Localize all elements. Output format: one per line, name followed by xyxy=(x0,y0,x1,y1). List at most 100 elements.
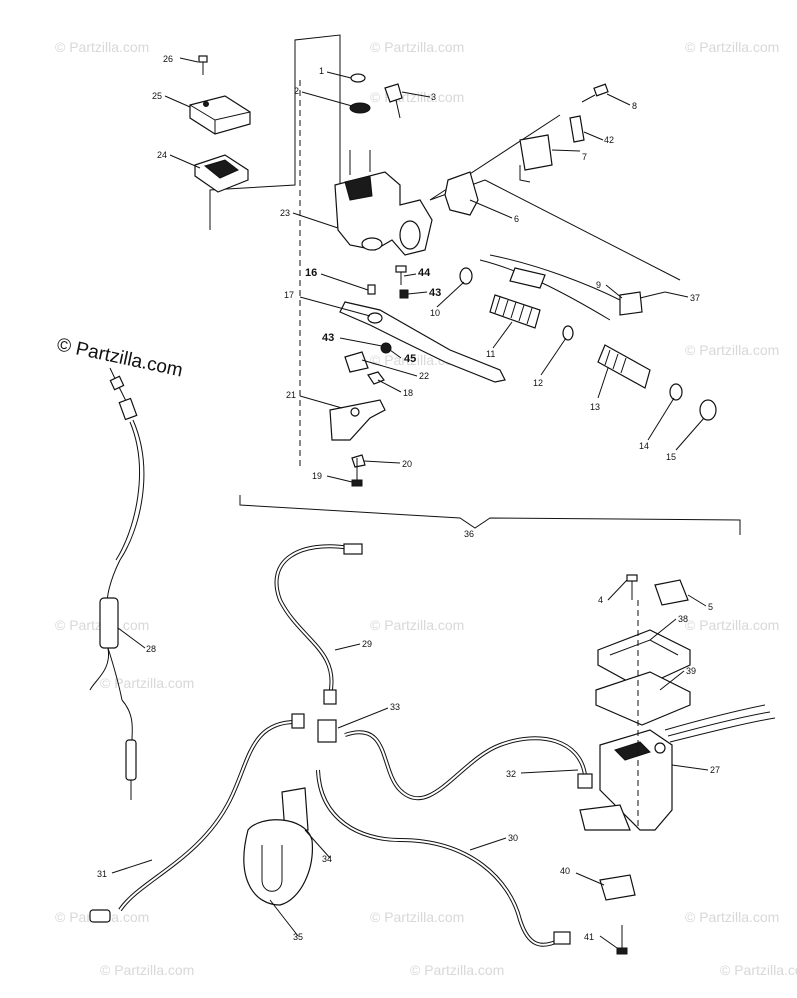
callout-8: 8 xyxy=(632,101,637,111)
screw-part-8 xyxy=(581,83,609,103)
callout-42: 42 xyxy=(604,135,614,145)
callout-4: 4 xyxy=(598,595,603,605)
clamp-part-6 xyxy=(444,171,479,216)
callout-36: 36 xyxy=(464,529,474,539)
callout-45: 45 xyxy=(404,353,416,365)
throttle-cable-part-28 xyxy=(89,367,146,800)
watermark: © Partzilla.com xyxy=(370,617,464,633)
nut-part-20 xyxy=(351,454,366,468)
harness-part-9 xyxy=(479,254,666,321)
callout-31: 31 xyxy=(97,869,107,879)
ring-part-14 xyxy=(669,383,683,401)
bolt-part-3 xyxy=(384,83,403,119)
washer-part-1 xyxy=(350,73,366,83)
washer-part-10 xyxy=(459,267,473,285)
brake-hose-part-29 xyxy=(274,543,363,705)
brake-hose-part-31 xyxy=(89,719,301,923)
callout-24: 24 xyxy=(157,150,167,160)
callout-6: 6 xyxy=(514,214,519,224)
callout-5: 5 xyxy=(708,602,713,612)
callout-44: 44 xyxy=(418,267,431,279)
callout-1: 1 xyxy=(319,66,324,76)
leader-lines xyxy=(164,57,705,483)
brake-hose-part-32 xyxy=(344,730,593,801)
callout-22: 22 xyxy=(419,371,429,381)
watermark: © Partzilla.com xyxy=(100,675,194,691)
callout-27: 27 xyxy=(710,765,720,775)
callout-40: 40 xyxy=(560,866,570,876)
seal-part-2 xyxy=(349,102,371,114)
piston-part-13 xyxy=(597,344,651,389)
screw-part-26 xyxy=(198,55,208,75)
watermark: © Partzilla.com xyxy=(370,89,464,105)
switch-part-7 xyxy=(519,134,553,183)
callout-28: 28 xyxy=(146,644,156,654)
watermark-grid: © Partzilla.com © Partzilla.com © Partzi… xyxy=(55,39,797,978)
callout-7: 7 xyxy=(582,152,587,162)
leader-lines-lower xyxy=(111,579,709,949)
watermark: © Partzilla.com xyxy=(55,39,149,55)
ring-part-15 xyxy=(699,399,717,421)
callout-21: 21 xyxy=(286,390,296,400)
callout-2: 2 xyxy=(294,86,299,96)
callout-37: 37 xyxy=(690,293,700,303)
callout-39: 39 xyxy=(686,666,696,676)
watermark: © Partzilla.com xyxy=(370,39,464,55)
callout-41: 41 xyxy=(584,932,594,942)
callout-43: 43 xyxy=(322,332,334,344)
callout-43: 43 xyxy=(429,287,441,299)
watermark: © Partzilla.com xyxy=(685,39,779,55)
bracket-part-21 xyxy=(329,399,386,441)
watermark: © Partzilla.com xyxy=(370,909,464,925)
master-cylinder-part-27 xyxy=(579,574,776,955)
callout-9: 9 xyxy=(596,280,601,290)
callout-23: 23 xyxy=(280,208,290,218)
callout-19: 19 xyxy=(312,471,322,481)
callout-32: 32 xyxy=(506,769,516,779)
watermark: © Partzilla.com xyxy=(720,962,797,978)
watermark: © Partzilla.com xyxy=(100,962,194,978)
watermark-main: © Partzilla.com xyxy=(55,334,185,381)
watermark: © Partzilla.com xyxy=(685,617,779,633)
callout-20: 20 xyxy=(402,459,412,469)
callout-25: 25 xyxy=(152,91,162,101)
callout-3: 3 xyxy=(431,92,436,102)
diaphragm-part-24 xyxy=(194,154,249,193)
nut-part-43 xyxy=(399,289,409,299)
callout-29: 29 xyxy=(362,639,372,649)
boot-part-11 xyxy=(489,294,541,329)
callout-17: 17 xyxy=(284,290,294,300)
callout-18: 18 xyxy=(403,388,413,398)
sleeve-part-16 xyxy=(367,284,376,295)
callout-35: 35 xyxy=(293,932,303,942)
tee-fitting-part-33 xyxy=(317,719,337,743)
fitting xyxy=(291,713,305,729)
label-part-42 xyxy=(569,115,585,143)
callout-16: 16 xyxy=(305,267,317,279)
assembly-bracket-36 xyxy=(239,495,741,535)
callout-10: 10 xyxy=(430,308,440,318)
spring-part-22 xyxy=(344,351,369,373)
cover-part-25 xyxy=(189,95,251,135)
callout-33: 33 xyxy=(390,702,400,712)
callout-14: 14 xyxy=(639,441,649,451)
callout-11: 11 xyxy=(486,349,495,359)
brake-hose-part-30 xyxy=(316,769,571,947)
watermark: © Partzilla.com xyxy=(410,962,504,978)
master-cylinder-part-23 xyxy=(334,150,433,256)
callout-15: 15 xyxy=(666,452,676,462)
screw-part-19 xyxy=(351,458,363,487)
callout-13: 13 xyxy=(590,402,600,412)
callout-26: 26 xyxy=(163,54,173,64)
callout-38: 38 xyxy=(678,614,688,624)
callout-34: 34 xyxy=(322,854,332,864)
callout-12: 12 xyxy=(533,378,543,388)
upper-assembly xyxy=(189,34,741,535)
guard-part-34 xyxy=(243,787,313,906)
bolt-part-44 xyxy=(395,265,407,285)
watermark: © Partzilla.com xyxy=(685,909,779,925)
spring-part-45 xyxy=(380,342,392,354)
callout-labels: 26 25 24 1 2 3 23 6 7 8 42 9 37 10 11 12… xyxy=(97,54,720,942)
callout-30: 30 xyxy=(508,833,518,843)
